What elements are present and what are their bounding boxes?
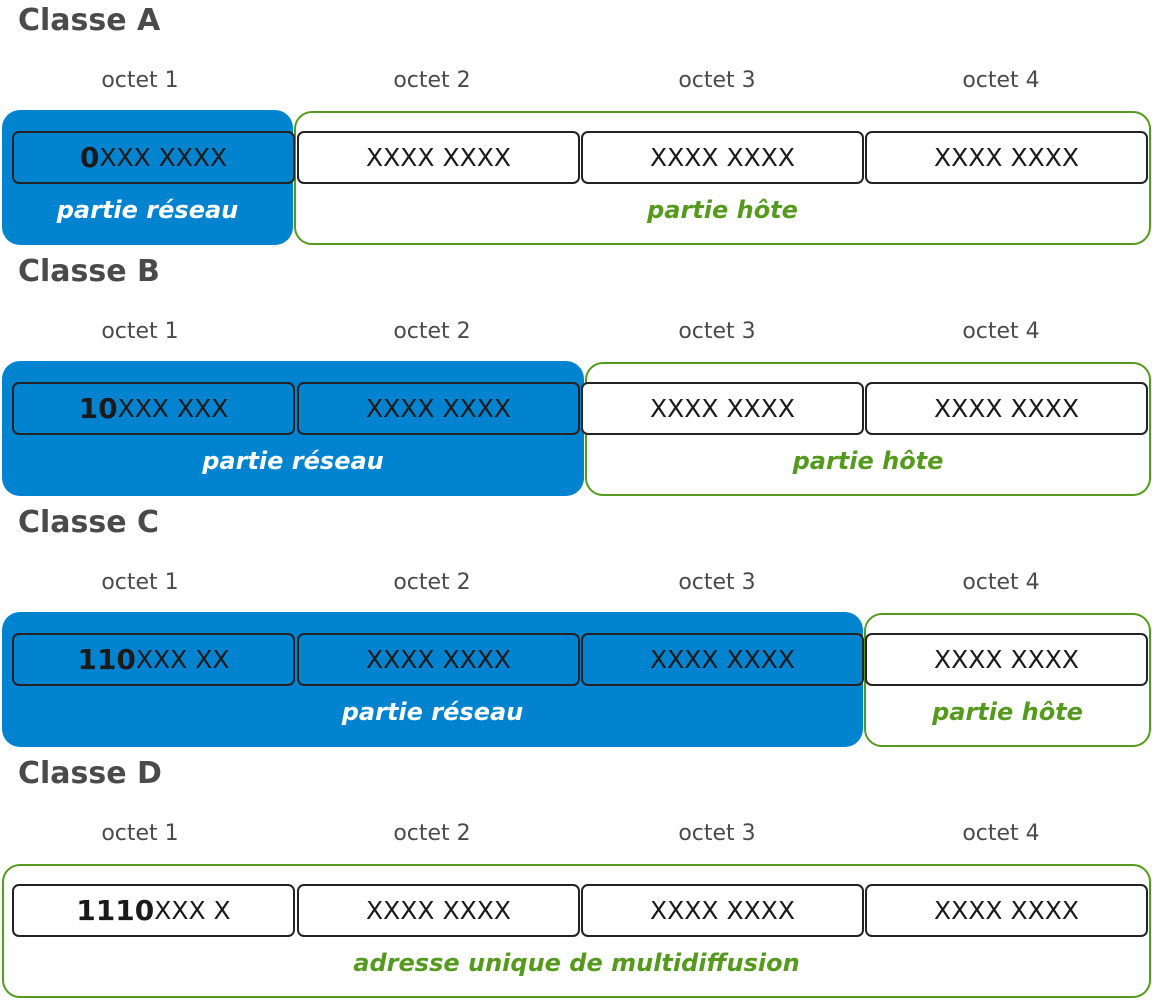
octet-bits: XXXX XXXX (934, 896, 1079, 925)
octet-bits: XXXX XXXX (650, 394, 795, 423)
octet-label: octet 4 (962, 570, 1040, 595)
octet-bits-box: XXXX XXXX (297, 884, 580, 937)
host-part-label: partie hôte (647, 196, 798, 224)
octet-bits: XXXX XXXX (366, 896, 511, 925)
class-title: Classe C (18, 505, 160, 540)
octet-label: octet 3 (678, 319, 756, 344)
octet-bits-box: XXXX XXXX (581, 633, 864, 686)
octet-label: octet 2 (393, 821, 471, 846)
host-part-label: partie hôte (792, 447, 944, 475)
octet-label: octet 4 (962, 319, 1040, 344)
octet-label: octet 1 (101, 570, 179, 595)
octet-bits-box: XXXX XXXX (581, 884, 864, 937)
octet-label: octet 4 (962, 68, 1040, 93)
octet-label: octet 1 (101, 821, 179, 846)
octet-bits: XXX X (154, 896, 231, 925)
octet-bits: XXX XX (135, 645, 230, 674)
octet-bits-box: XXXX XXXX (865, 633, 1148, 686)
octet-bits-box: XXXX XXXX (865, 884, 1148, 937)
network-part-label: partie réseau (341, 698, 524, 726)
host-part-label: adresse unique de multidiffusion (353, 949, 800, 977)
class-prefix-bits: 0 (79, 140, 100, 174)
class-title: Classe D (18, 756, 162, 791)
octet-label: octet 3 (678, 570, 756, 595)
octet-label: octet 2 (393, 68, 471, 93)
octet-label: octet 1 (101, 68, 179, 93)
octet-bits-box: XXXX XXXX (581, 131, 864, 184)
octet-label: octet 1 (101, 319, 179, 344)
octet-bits-box: XXXX XXXX (865, 382, 1148, 435)
octet-bits: XXXX XXXX (650, 143, 795, 172)
class-prefix-bits: 10 (78, 391, 118, 425)
octet-bits: XXXX XXXX (934, 394, 1079, 423)
class-title: Classe A (18, 3, 161, 38)
octet-bits: XXXX XXXX (934, 143, 1079, 172)
octet-label: octet 3 (678, 821, 756, 846)
octet-bits: XXXX XXXX (650, 645, 795, 674)
class-title: Classe B (18, 254, 160, 289)
octet-bits: XXX XXXX (99, 143, 228, 172)
octet-label: octet 2 (393, 319, 471, 344)
network-part-label: partie réseau (202, 447, 384, 475)
network-part-label: partie réseau (56, 196, 239, 224)
octet-bits: XXXX XXXX (650, 896, 795, 925)
octet-bits-box: XXXX XXXX (581, 382, 864, 435)
octet-label: octet 2 (393, 570, 471, 595)
octet-bits: XXXX XXXX (934, 645, 1079, 674)
class-prefix-bits: 110 (77, 642, 136, 676)
class-section: Classe D octet 1 octet 2 octet 3 octet 4 1110… (0, 753, 1152, 1003)
octet-bits-box: XXXX XXXX (297, 633, 580, 686)
octet-bits: XXXX XXXX (366, 394, 511, 423)
octet-bits-box: XXXX XXXX (297, 131, 580, 184)
octet-label: octet 3 (678, 68, 756, 93)
octet-label: octet 4 (962, 821, 1040, 846)
octet-bits: XXX XXX (117, 394, 229, 423)
octet-bits-box: XXXX XXXX (297, 382, 580, 435)
class-prefix-bits: 1110 (76, 893, 155, 927)
octet-bits: XXXX XXXX (366, 645, 511, 674)
octet-bits: XXXX XXXX (366, 143, 511, 172)
octet-bits-box: XXXX XXXX (865, 131, 1148, 184)
host-part-label: partie hôte (932, 698, 1083, 726)
